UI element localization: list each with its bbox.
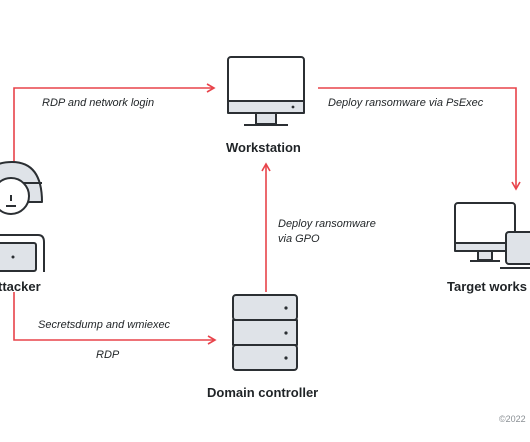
arrow-workstation-to-target [318,87,521,191]
arrow-attacker-to-domain-controller [13,292,217,345]
desktop-laptop-icon [454,202,530,269]
edge-label-secretsdump: Secretsdump and wmiexec [38,319,171,331]
node-label-workstation: Workstation [226,140,301,155]
edge-label-rdp-login: RDP and network login [42,97,155,109]
node-label-target-workstation: Target works [447,279,527,294]
node-label-attacker: ttacker [0,279,41,294]
arrow-attacker-to-workstation [13,83,216,168]
edge-label-psexec: Deploy ransomware via PsExec [328,97,484,109]
edge-label-gpo-line2: via GPO [278,233,320,245]
monitor-icon [227,56,305,126]
copyright-text: ©2022 [499,414,526,424]
attacker-icon [0,161,45,272]
edge-label-gpo-line1: Deploy ransomware [278,218,376,230]
edge-label-rdp: RDP [96,349,120,361]
server-icon [232,294,298,371]
node-label-domain-controller: Domain controller [207,385,319,400]
